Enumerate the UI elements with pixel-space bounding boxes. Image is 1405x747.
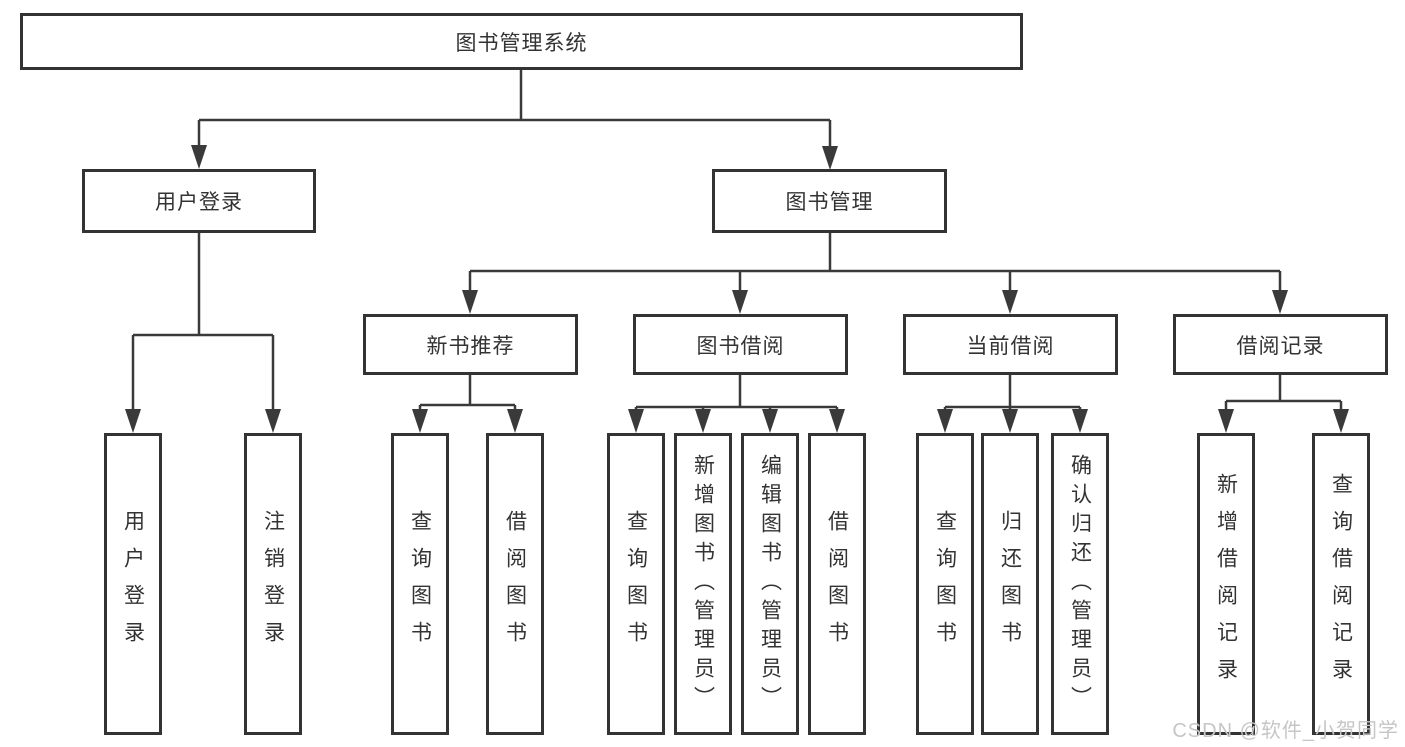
leaf-bb-add-books-admin: 新增图书（管理员）	[674, 433, 732, 735]
node-label: 借阅记录	[1236, 334, 1325, 358]
node-label: 新书推荐	[426, 334, 515, 358]
leaf-nbr-query-books: 查询图书	[391, 433, 449, 735]
node-current-borrow: 当前借阅	[903, 314, 1118, 375]
node-label: 图书管理	[785, 191, 874, 214]
leaf-cb-confirm-return-admin: 确认归还（管理员）	[1051, 433, 1109, 735]
node-label: 用户登录	[155, 191, 243, 214]
leaf-bb-borrow-books: 借阅图书	[808, 433, 866, 735]
leaf-br-query-record: 查询借阅记录	[1312, 433, 1370, 735]
node-label: 图书管理系统	[455, 31, 588, 55]
leaf-br-add-record: 新增借阅记录	[1197, 433, 1255, 735]
leaf-label: 新增借阅记录	[1214, 473, 1238, 695]
leaf-cb-return-books: 归还图书	[981, 433, 1039, 735]
node-new-book-recommend: 新书推荐	[363, 314, 578, 375]
watermark: CSDN @软件_小贺同学	[1172, 720, 1399, 742]
node-label: 当前借阅	[966, 334, 1055, 358]
node-user-login: 用户登录	[82, 169, 316, 233]
leaf-bb-query-books: 查询图书	[607, 433, 665, 735]
node-label: 图书借阅	[696, 334, 785, 358]
node-borrow-records: 借阅记录	[1173, 314, 1388, 375]
node-book-borrow: 图书借阅	[633, 314, 848, 375]
node-book-management: 图书管理	[712, 169, 947, 233]
leaf-label: 归还图书	[998, 510, 1022, 658]
leaf-label: 查询借阅记录	[1329, 473, 1353, 695]
leaf-label: 借阅图书	[503, 510, 527, 658]
leaf-label: 用户登录	[121, 510, 145, 658]
node-root-library-system: 图书管理系统	[20, 13, 1023, 70]
leaf-cb-query-books: 查询图书	[916, 433, 974, 735]
leaf-label: 注销登录	[261, 510, 285, 658]
leaf-label: 查询图书	[624, 510, 648, 658]
leaf-bb-edit-books-admin: 编辑图书（管理员）	[741, 433, 799, 735]
leaf-nbr-borrow-books: 借阅图书	[486, 433, 544, 735]
leaf-user-login: 用户登录	[104, 433, 162, 735]
leaf-label: 确认归还（管理员）	[1068, 453, 1092, 715]
leaf-logout: 注销登录	[244, 433, 302, 735]
arrowheads	[125, 145, 1349, 433]
leaf-label: 查询图书	[933, 510, 957, 658]
leaf-label: 编辑图书（管理员）	[758, 453, 782, 715]
leaf-label: 新增图书（管理员）	[691, 453, 715, 715]
connector-paths	[131, 70, 1343, 413]
leaf-label: 借阅图书	[825, 510, 849, 658]
leaf-label: 查询图书	[408, 510, 432, 658]
